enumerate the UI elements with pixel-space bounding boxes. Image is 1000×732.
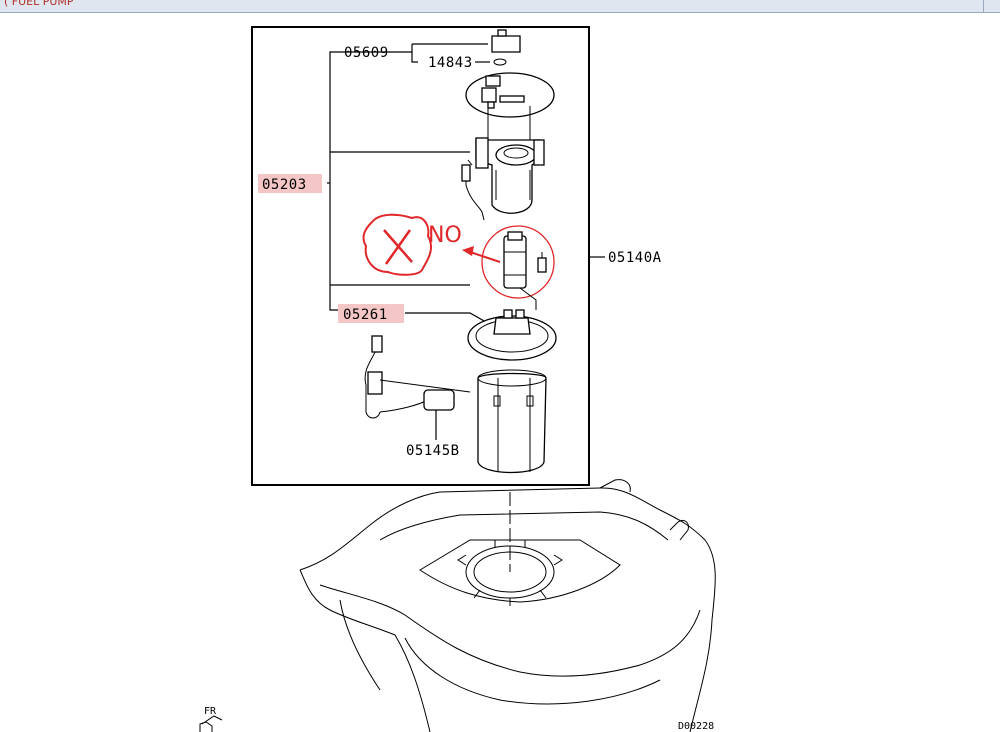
label-05261: 05261: [343, 307, 388, 323]
diagram-code: D00228: [678, 721, 714, 732]
no-label: NO: [428, 223, 462, 248]
pump-cover-plate: [465, 72, 555, 140]
rejection-mark: X: [0, 0, 1, 1]
label-05140A: 05140A: [608, 250, 662, 266]
leader-lines: [327, 43, 605, 440]
label-highlight-05261: [338, 304, 404, 323]
connector-part: [491, 29, 521, 66]
label-05609: 05609: [344, 45, 389, 61]
title-bar-button[interactable]: [983, 0, 1000, 12]
fuel-level-sender: [364, 335, 471, 419]
wire-harness: [465, 159, 485, 221]
fr-label: FR: [204, 706, 217, 717]
label-05145B: 05145B: [406, 443, 460, 459]
label-14843: 14843: [428, 55, 473, 71]
reservoir-cup: [477, 369, 547, 474]
pump-housing: [475, 137, 545, 214]
label-05203: 05203: [262, 177, 307, 193]
part-labels: 05609 14843 05203 05140A 05261 05145B: [258, 45, 662, 459]
fuel-tank: [299, 479, 716, 732]
rejection-annotation: X NO: [0, 0, 501, 276]
label-highlight-05203: [258, 174, 322, 193]
fuel-pump-motor: [481, 225, 555, 310]
wire-connector: [461, 164, 471, 182]
window-title: ( FUEL PUMP: [4, 0, 74, 8]
assembly-frame: [251, 26, 590, 486]
front-direction-indicator: FR: [199, 706, 223, 732]
window-title-bar: ( FUEL PUMP: [0, 0, 1000, 13]
pump-base-gasket: [467, 309, 557, 361]
